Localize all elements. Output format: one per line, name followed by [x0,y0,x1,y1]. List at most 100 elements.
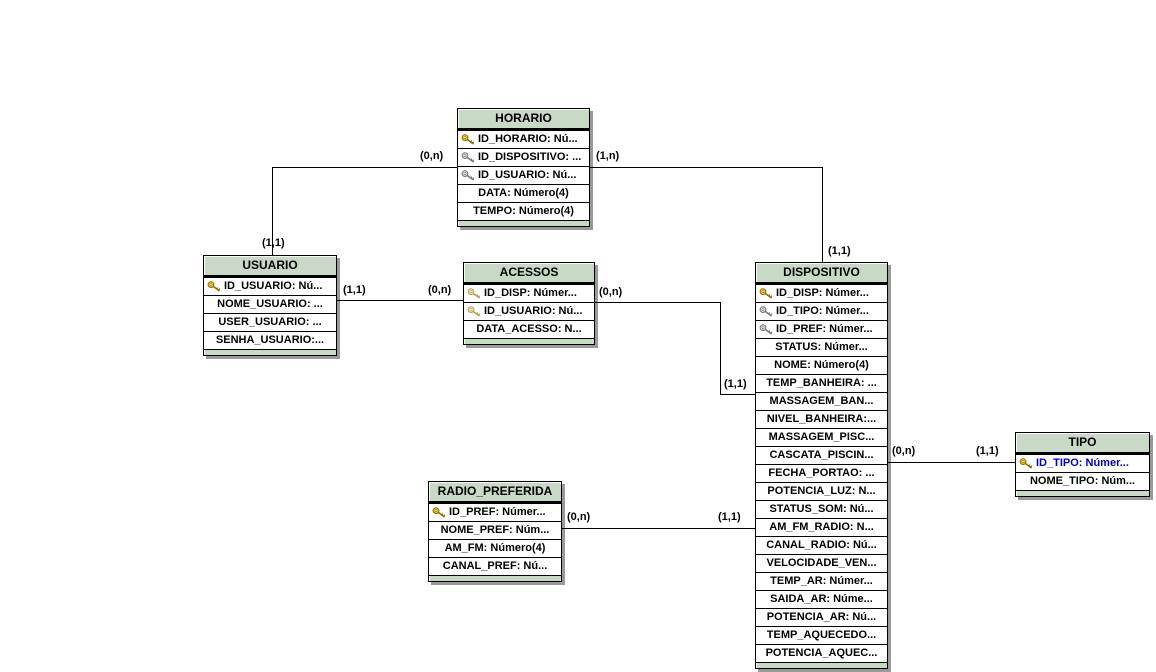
attribute-label: MASSAGEM_BAN... [769,395,874,407]
attribute-label: ID_HORARIO: Nú... [478,133,578,145]
attribute-row[interactable]: ID_PREF: Númer... [756,320,887,338]
attribute-row[interactable]: ID_DISP: Númer... [464,284,594,302]
cardinality-label: (1,1) [828,245,851,257]
cardinality-label: (0,n) [567,511,591,523]
attribute-row[interactable]: STATUS_SOM: Nú... [756,500,887,518]
attribute-row[interactable]: CANAL_PREF: Nú... [429,557,561,575]
attribute-label: NOME_TIPO: Núm... [1029,475,1136,487]
attribute-row[interactable]: CASCATA_PISCIN... [756,446,887,464]
cardinality-label: (1,1) [718,511,741,523]
attribute-row[interactable]: POTENCIA_AR: Nú... [756,608,887,626]
attribute-row[interactable]: AM_FM_RADIO: N... [756,518,887,536]
attribute-label: ID_TIPO: Númer... [776,305,869,317]
entity-title-radio_preferida[interactable]: RADIO_PREFERIDA [429,482,561,503]
attribute-row[interactable]: ID_USUARIO: Nú... [464,302,594,320]
relationship-line-acessos-dispositivo[interactable] [720,394,755,395]
cardinality-label: (1,1) [976,445,999,457]
attribute-label: DATA: Número(4) [478,187,569,199]
attribute-row[interactable]: ID_TIPO: Númer... [1016,454,1149,472]
attribute-row[interactable]: TEMP_BANHEIRA: ... [756,374,887,392]
attribute-label: SAIDA_AR: Núme... [770,593,873,605]
relationship-line-acessos-dispositivo[interactable] [595,302,721,303]
entity-title-usuario[interactable]: USUARIO [204,256,336,277]
attribute-row[interactable]: ID_DISP: Númer... [756,284,887,302]
attribute-label: TEMP_AR: Númer... [770,575,873,587]
attribute-row[interactable]: POTENCIA_LUZ: N... [756,482,887,500]
cardinality-label: (0,n) [599,286,623,298]
cardinality-label: (0,n) [428,284,452,296]
entity-title-horario[interactable]: HORARIO [458,109,589,130]
entity-footer-bar [1016,490,1149,496]
primary-key-icon [207,281,221,292]
primary-foreign-key-icon [467,306,481,317]
entity-footer-bar [756,662,887,668]
entity-title-acessos[interactable]: ACESSOS [464,263,594,284]
attribute-row[interactable]: NOME_TIPO: Núm... [1016,472,1149,490]
primary-foreign-key-icon [467,288,481,299]
attribute-row[interactable]: ID_USUARIO: Nú... [458,166,589,184]
attribute-row[interactable]: NOME_USUARIO: ... [204,295,336,313]
entity-tipo[interactable]: TIPO ID_TIPO: Númer... NOME_TIPO: Núm... [1015,432,1150,497]
attribute-row[interactable]: USER_USUARIO: ... [204,313,336,331]
attribute-row[interactable]: AM_FM: Número(4) [429,539,561,557]
primary-key-icon [1019,458,1033,469]
attribute-row[interactable]: DATA_ACESSO: N... [464,320,594,338]
attribute-label: NIVEL_BANHEIRA:... [766,413,877,425]
attribute-row[interactable]: ID_TIPO: Númer... [756,302,887,320]
relationship-line-horario-usuario[interactable] [272,167,457,168]
relationship-line-radio_preferida-dispositivo[interactable] [562,528,755,529]
attribute-row[interactable]: POTENCIA_AQUEC... [756,644,887,662]
attribute-label: AM_FM_RADIO: N... [769,521,874,533]
attribute-row[interactable]: CANAL_RADIO: Nú... [756,536,887,554]
attribute-row[interactable]: ID_DISPOSITIVO: ... [458,148,589,166]
attribute-row[interactable]: ID_HORARIO: Nú... [458,130,589,148]
attribute-row[interactable]: SENHA_USUARIO:... [204,331,336,349]
primary-key-icon [432,507,446,518]
attribute-row[interactable]: NIVEL_BANHEIRA:... [756,410,887,428]
attribute-label: TEMPO: Número(4) [473,205,574,217]
attribute-label: STATUS: Númer... [775,341,868,353]
relationship-line-dispositivo-tipo[interactable] [888,462,1015,463]
attribute-label: MASSAGEM_PISC... [768,431,875,443]
attribute-label: POTENCIA_LUZ: N... [767,485,876,497]
cardinality-label: (0,n) [420,150,444,162]
attribute-row[interactable]: MASSAGEM_BAN... [756,392,887,410]
relationship-line-horario-usuario[interactable] [272,167,273,256]
relationship-line-usuario-acessos[interactable] [337,300,463,301]
relationship-line-acessos-dispositivo[interactable] [720,302,721,395]
entity-title-dispositivo[interactable]: DISPOSITIVO [756,263,887,284]
attribute-label: ID_USUARIO: Nú... [484,305,583,317]
attribute-row[interactable]: SAIDA_AR: Núme... [756,590,887,608]
attribute-label: FECHA_PORTAO: ... [768,467,875,479]
attribute-row[interactable]: ID_USUARIO: Nú... [204,277,336,295]
entity-title-tipo[interactable]: TIPO [1016,433,1149,454]
attribute-label: ID_TIPO: Númer... [1036,457,1129,469]
attribute-row[interactable]: VELOCIDADE_VEN... [756,554,887,572]
relationship-line-horario-dispositivo[interactable] [822,167,823,263]
attribute-label: POTENCIA_AQUEC... [765,647,878,659]
attribute-label: CANAL_RADIO: Nú... [766,539,877,551]
attribute-row[interactable]: MASSAGEM_PISC... [756,428,887,446]
entity-horario[interactable]: HORARIO ID_HORARIO: Nú... ID_DISPOSITIVO: … [457,108,590,227]
attribute-row[interactable]: NOME: Número(4) [756,356,887,374]
foreign-key-icon [759,324,773,335]
attribute-row[interactable]: TEMPO: Número(4) [458,202,589,220]
attribute-row[interactable]: TEMP_AR: Númer... [756,572,887,590]
entity-footer-bar [464,338,594,344]
attribute-label: ID_USUARIO: Nú... [478,169,577,181]
primary-key-icon [759,288,773,299]
attribute-label: POTENCIA_AR: Nú... [766,611,877,623]
foreign-key-icon [461,170,475,181]
attribute-row[interactable]: TEMP_AQUECEDO... [756,626,887,644]
attribute-row[interactable]: DATA: Número(4) [458,184,589,202]
attribute-row[interactable]: STATUS: Númer... [756,338,887,356]
attribute-row[interactable]: ID_PREF: Númer... [429,503,561,521]
attribute-row[interactable]: NOME_PREF: Núm... [429,521,561,539]
relationship-line-horario-dispositivo[interactable] [590,167,823,168]
attribute-row[interactable]: FECHA_PORTAO: ... [756,464,887,482]
attribute-label: STATUS_SOM: Nú... [769,503,874,515]
